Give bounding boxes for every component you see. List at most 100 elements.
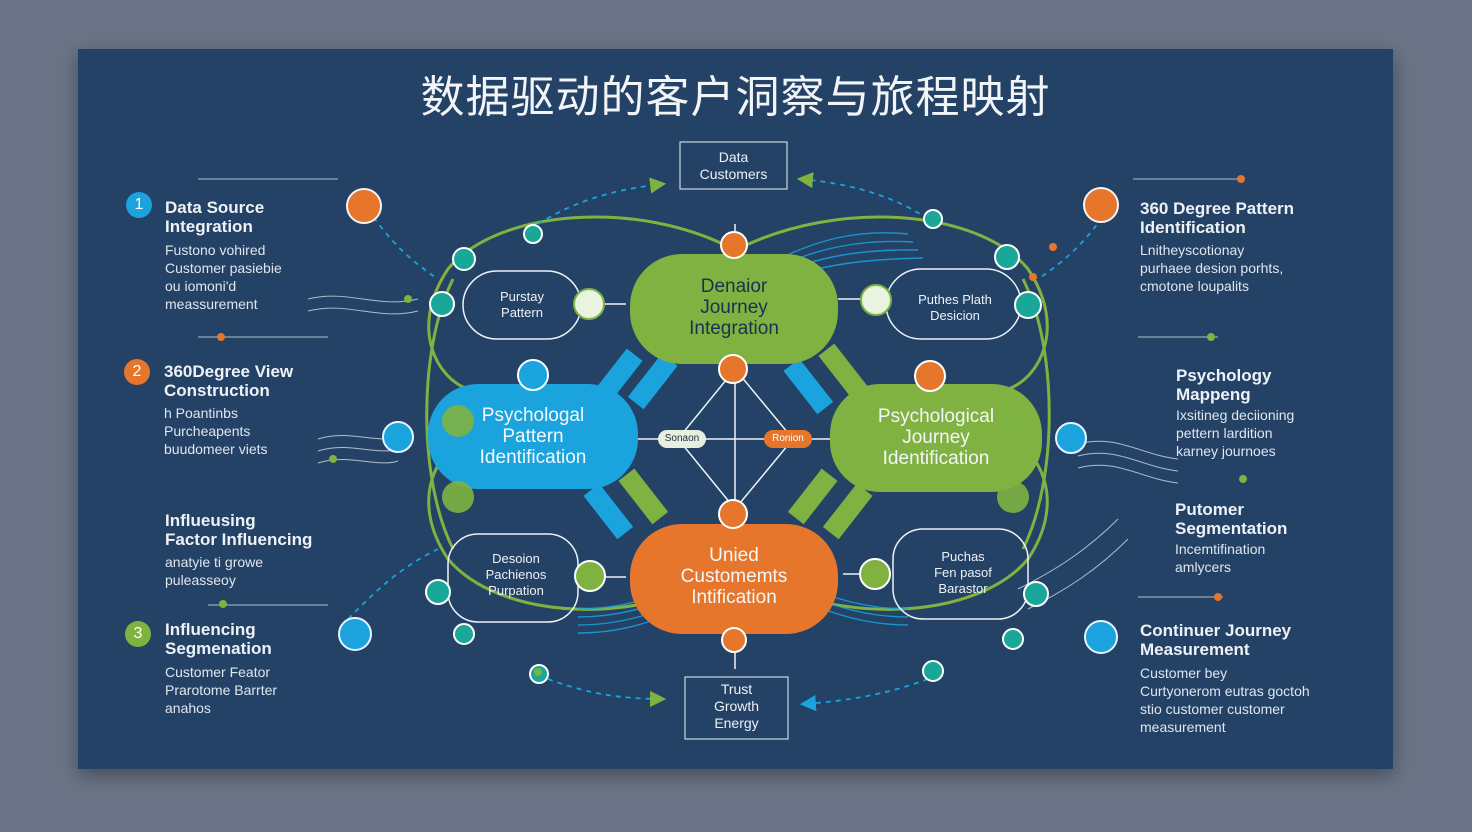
node-icon xyxy=(442,405,474,437)
node-icon xyxy=(914,360,946,392)
node-right-label: Psychological Journey Identification xyxy=(877,406,995,469)
left-item-1-heading: Data Source Integration xyxy=(165,198,265,236)
leaf-icon xyxy=(217,333,225,341)
chip-center-right-shape xyxy=(764,430,812,448)
small-node-bottom-left-label: Desoion Pachienos Purpation xyxy=(485,551,547,598)
node-top-label: Denaior Journey Integration xyxy=(689,276,779,339)
step-number-3: 3 xyxy=(125,621,151,647)
diagonal-bands xyxy=(583,343,873,540)
right-item-1: 360 Degree Pattern Identification Lnithe… xyxy=(1140,199,1370,295)
node-icon xyxy=(425,579,451,605)
leaf-icon xyxy=(219,600,227,608)
left-item-extra-body: anatyie ti growe puleasseoy xyxy=(165,554,264,588)
left-item-2: 360Degree View Construction h Poantinbs … xyxy=(164,362,364,458)
node-right-shape xyxy=(830,384,1042,492)
node-icon xyxy=(1014,291,1042,319)
leaf-icon xyxy=(1214,593,1222,601)
leaf-icon xyxy=(346,188,382,224)
node-icon xyxy=(523,224,543,244)
step-number-2: 2 xyxy=(124,359,150,385)
node-icon xyxy=(573,288,605,320)
node-left-label: Psychologal Pattern Identification xyxy=(479,405,587,468)
small-node-bottom-right xyxy=(892,528,1029,620)
right-item-3: Putomer Segmentation Incemtifination aml… xyxy=(1175,500,1375,576)
node-icon xyxy=(997,405,1029,437)
left-item-1: Data Source Integration Fustono vohired … xyxy=(165,198,365,313)
right-item-3-body: Incemtifination amlycers xyxy=(1175,541,1266,575)
node-left-shape xyxy=(428,384,638,489)
top-box-label: Data Customers xyxy=(699,149,768,182)
node-icon xyxy=(923,209,943,229)
leaf-icon xyxy=(404,295,412,303)
small-node-top-left-label: Purstay Pattern xyxy=(499,289,545,320)
node-top-shape xyxy=(630,254,838,364)
left-item-3-body: Customer Feator Prarotome Barrter anahos xyxy=(165,664,278,716)
left-item-extra: Influeusing Factor Influencing anatyie t… xyxy=(165,511,365,589)
right-item-4: Continuer Journey Measurement Customer b… xyxy=(1140,621,1370,736)
chip-center-left-shape xyxy=(658,430,706,448)
leaf-icon xyxy=(1049,243,1057,251)
left-item-2-body: h Poantinbs Purcheapents buudomeer viets xyxy=(164,405,268,457)
node-icon xyxy=(720,231,748,259)
node-icon xyxy=(718,354,748,384)
top-box xyxy=(679,141,788,190)
chip-center-right: Ronion xyxy=(772,433,804,444)
bottom-box xyxy=(684,676,789,740)
node-icon xyxy=(452,247,476,271)
node-icon xyxy=(453,623,475,645)
left-item-3: Influencing Segmenation Customer Feator … xyxy=(165,620,365,717)
node-icon xyxy=(382,421,414,453)
leaf-icon xyxy=(1239,475,1247,483)
node-icon xyxy=(860,284,892,316)
step-number-1: 1 xyxy=(126,192,152,218)
node-icon xyxy=(1084,620,1118,654)
node-icon xyxy=(574,560,606,592)
node-icon xyxy=(994,244,1020,270)
node-icon xyxy=(517,359,549,391)
arrow-left-2 xyxy=(347,548,439,620)
chip-center-left: Sonaon xyxy=(664,433,700,444)
node-icon xyxy=(718,499,748,529)
leaf-icon xyxy=(1207,333,1215,341)
arrow-bottom-left xyxy=(547,678,667,708)
left-item-2-heading: 360Degree View Construction xyxy=(164,362,294,400)
small-node-bottom-right-label: Puchas Fen pasof Barastor xyxy=(934,549,992,596)
node-icon xyxy=(922,660,944,682)
leaf-icon xyxy=(329,455,337,463)
small-node-top-right-label: Puthes Plath Desicion xyxy=(918,292,992,323)
arrow-left-1 xyxy=(367,208,439,280)
node-icon xyxy=(997,481,1029,513)
right-item-2: Psychology Mappeng Ixsitineg deciioning … xyxy=(1176,366,1376,460)
node-icon xyxy=(1002,628,1024,650)
leaf-icon xyxy=(1029,273,1037,281)
right-item-4-body: Customer bey Curtyonerom eutras goctoh s… xyxy=(1140,665,1310,735)
node-icon xyxy=(1055,422,1087,454)
badges xyxy=(217,175,1247,684)
bottom-box-label: Trust Growth Energy xyxy=(713,681,760,731)
leaf-icon xyxy=(534,668,542,676)
left-item-extra-heading: Influeusing Factor Influencing xyxy=(165,511,313,549)
right-item-1-heading: 360 Degree Pattern Identification xyxy=(1140,199,1295,237)
right-item-2-body: Ixsitineg deciioning pettern lardition k… xyxy=(1176,407,1295,459)
arrow-bottom-right xyxy=(799,678,929,712)
journey-diagram xyxy=(198,141,1247,740)
right-item-3-heading: Putomer Segmentation xyxy=(1175,500,1288,538)
node-bottom-label: Unied Customemts Intification xyxy=(680,545,788,608)
leaf-icon xyxy=(1237,175,1245,183)
right-item-2-heading: Psychology Mappeng xyxy=(1176,366,1272,404)
node-icon xyxy=(859,558,891,590)
right-item-4-heading: Continuer Journey Measurement xyxy=(1140,621,1292,659)
left-item-1-body: Fustono vohired Customer pasiebie ou iom… xyxy=(165,242,282,312)
node-icon xyxy=(1023,581,1049,607)
leaf-icon xyxy=(1083,187,1119,223)
node-icon xyxy=(721,627,747,653)
node-icon xyxy=(338,617,372,651)
arrow-to-top-box-right xyxy=(796,172,929,220)
page-title: 数据驱动的客户洞察与旅程映射 xyxy=(420,72,1051,123)
node-icon xyxy=(429,291,455,317)
node-bottom-shape xyxy=(630,524,838,634)
left-item-3-heading: Influencing Segmenation xyxy=(165,620,272,658)
node-icon xyxy=(442,481,474,513)
infographic-board: 数据驱动的客户洞察与旅程映射 Data Customers Trust Grow… xyxy=(78,49,1393,769)
right-item-1-body: Lnitheyscotionay purhaee desion porhts, … xyxy=(1140,242,1284,294)
